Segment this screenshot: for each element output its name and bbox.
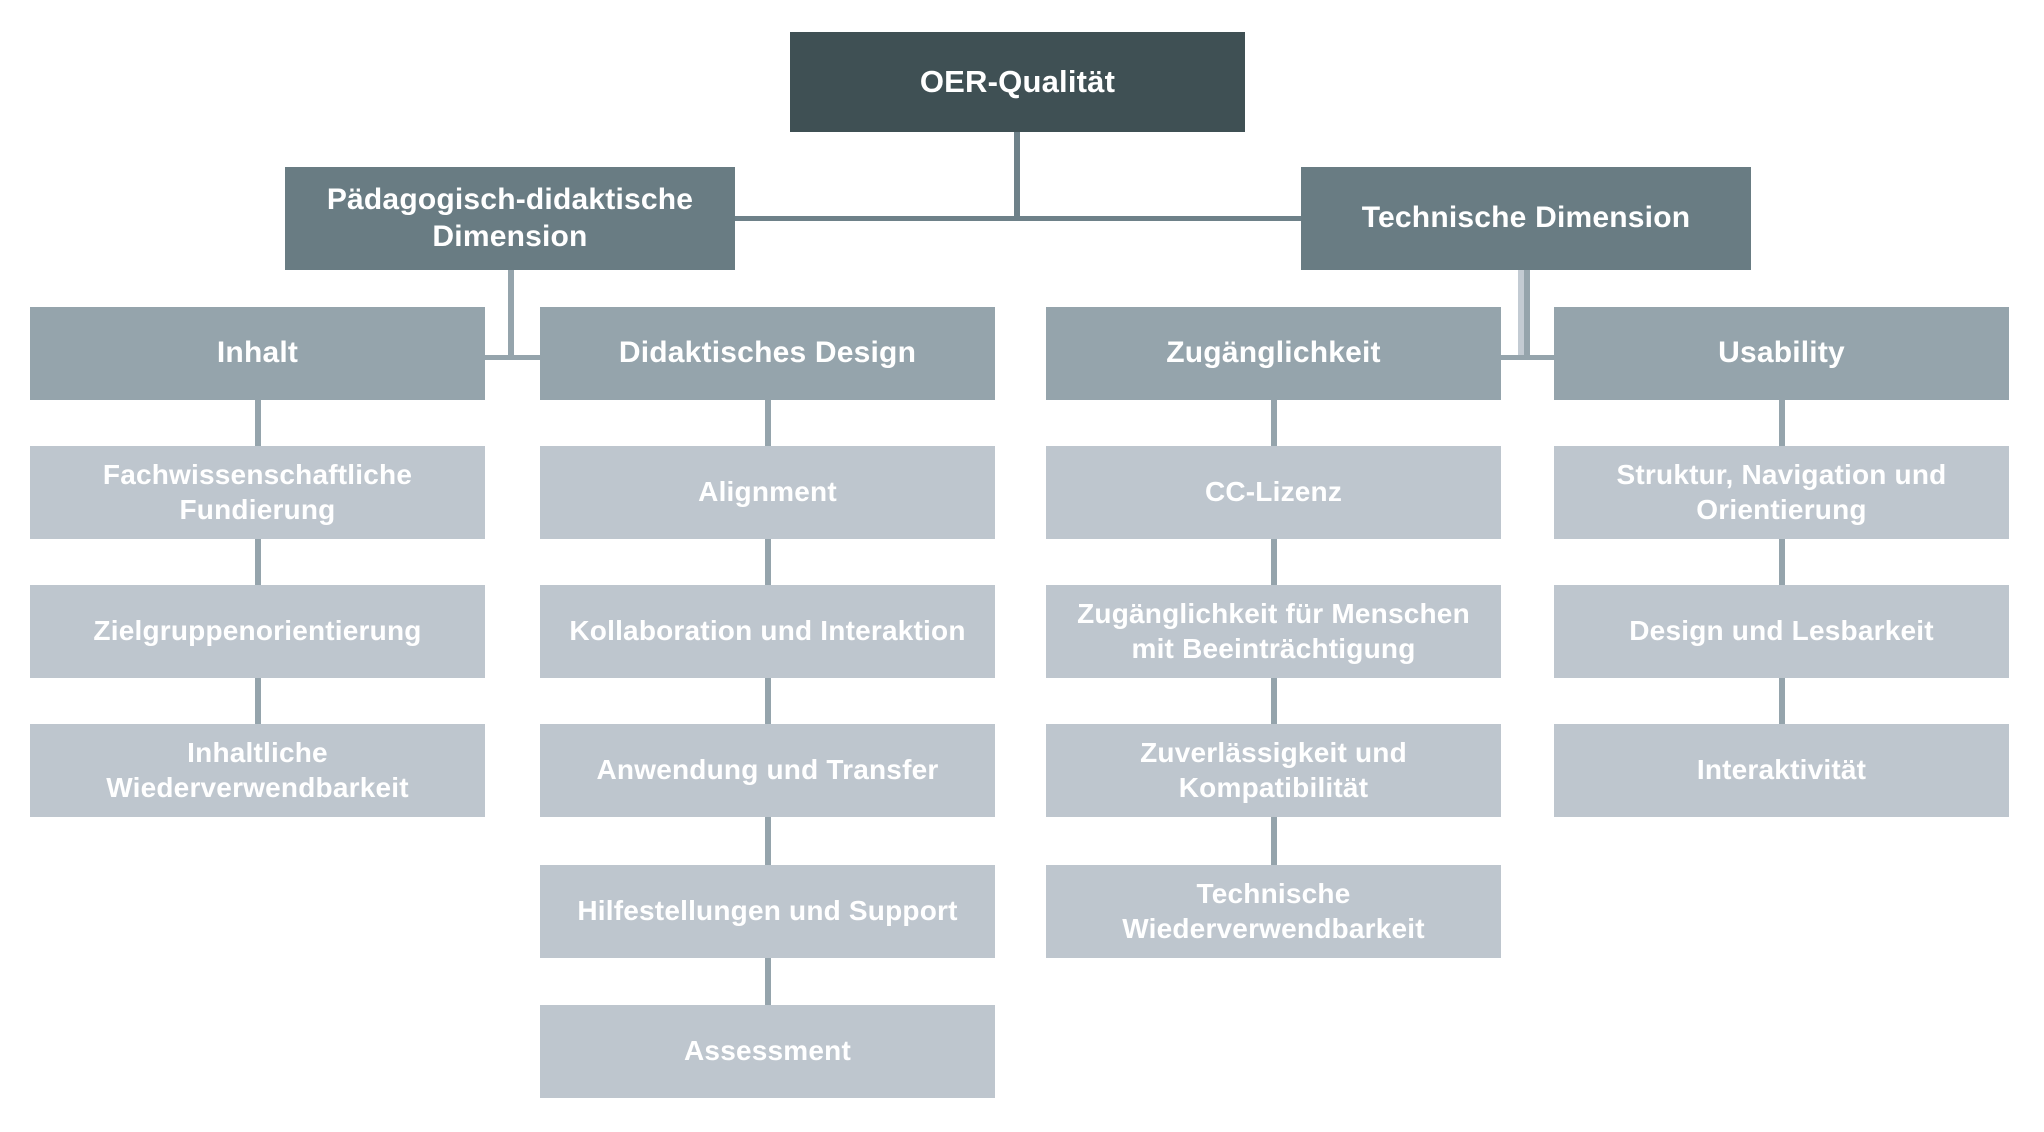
leaf-item[interactable]: Anwendung und Transfer: [540, 724, 995, 817]
leaf-item[interactable]: Zielgruppenorientierung: [30, 585, 485, 678]
leaf-item[interactable]: Struktur, Navigation und Orientierung: [1554, 446, 2009, 539]
leaf-item-label: Fachwissenschaftliche Fundierung: [102, 459, 413, 525]
leaf-item[interactable]: Hilfestellungen und Support: [540, 865, 995, 958]
node-dimension-pedagogical-label: Pädagogisch-didaktische Dimension: [326, 182, 694, 253]
leaf-item-label: Zugänglichkeit für Menschen mit Beeinträ…: [1077, 598, 1470, 664]
node-root-label: OER-Qualität: [919, 64, 1116, 100]
leaf-item[interactable]: Alignment: [540, 446, 995, 539]
connector-root-stem: [1014, 132, 1020, 220]
node-root[interactable]: OER-Qualität: [790, 32, 1245, 132]
leaf-item[interactable]: Zuverlässigkeit und Kompatibilität: [1046, 724, 1501, 817]
node-category-zugaenglichkeit[interactable]: Zugänglichkeit: [1046, 307, 1501, 400]
connector-pedagogical-stem: [508, 270, 514, 358]
connector-technical-stem-inner: [1518, 270, 1524, 358]
node-category-usability-label: Usability: [1718, 336, 1845, 370]
leaf-item-label: Anwendung und Transfer: [596, 754, 939, 786]
leaf-item[interactable]: Design und Lesbarkeit: [1554, 585, 2009, 678]
node-category-didaktisches-design-label: Didaktisches Design: [618, 336, 917, 370]
leaf-item-label: Kollaboration und Interaktion: [569, 615, 966, 647]
leaf-item[interactable]: Inhaltliche Wiederverwendbarkeit: [30, 724, 485, 817]
leaf-item-label: Design und Lesbarkeit: [1629, 615, 1934, 647]
leaf-item-label: CC-Lizenz: [1204, 476, 1343, 508]
leaf-item-label: Struktur, Navigation und Orientierung: [1616, 459, 1947, 525]
node-dimension-technical-label: Technische Dimension: [1361, 201, 1691, 235]
leaf-item-label: Alignment: [698, 476, 837, 508]
connector-pedagogical-bus: [484, 355, 564, 360]
connector-root-bus: [735, 216, 1301, 221]
connector-column-1-spine: [255, 400, 261, 736]
leaf-item[interactable]: CC-Lizenz: [1046, 446, 1501, 539]
leaf-item[interactable]: Zugänglichkeit für Menschen mit Beeinträ…: [1046, 585, 1501, 678]
leaf-item-label: Inhaltliche Wiederverwendbarkeit: [106, 737, 409, 803]
connector-column-2-spine: [765, 400, 771, 1018]
connector-column-4-spine: [1779, 400, 1785, 736]
leaf-item-label: Interaktivität: [1696, 754, 1867, 786]
node-dimension-technical[interactable]: Technische Dimension: [1301, 167, 1751, 270]
leaf-item-label: Assessment: [684, 1035, 851, 1067]
node-category-didaktisches-design[interactable]: Didaktisches Design: [540, 307, 995, 400]
leaf-item-label: Zielgruppenorientierung: [93, 615, 422, 647]
node-category-zugaenglichkeit-label: Zugänglichkeit: [1166, 336, 1381, 370]
leaf-item[interactable]: Interaktivität: [1554, 724, 2009, 817]
node-dimension-pedagogical[interactable]: Pädagogisch-didaktische Dimension: [285, 167, 735, 270]
leaf-item-label: Technische Wiederverwendbarkeit: [1122, 878, 1425, 944]
leaf-item[interactable]: Technische Wiederverwendbarkeit: [1046, 865, 1501, 958]
leaf-item-label: Zuverlässigkeit und Kompatibilität: [1140, 737, 1407, 803]
node-category-inhalt[interactable]: Inhalt: [30, 307, 485, 400]
node-category-inhalt-label: Inhalt: [216, 336, 299, 370]
leaf-item[interactable]: Fachwissenschaftliche Fundierung: [30, 446, 485, 539]
connector-technical-stem: [1524, 270, 1530, 358]
connector-technical-bus: [1494, 355, 1574, 360]
leaf-item[interactable]: Kollaboration und Interaktion: [540, 585, 995, 678]
leaf-item[interactable]: Assessment: [540, 1005, 995, 1098]
node-category-usability[interactable]: Usability: [1554, 307, 2009, 400]
leaf-item-label: Hilfestellungen und Support: [577, 895, 958, 927]
